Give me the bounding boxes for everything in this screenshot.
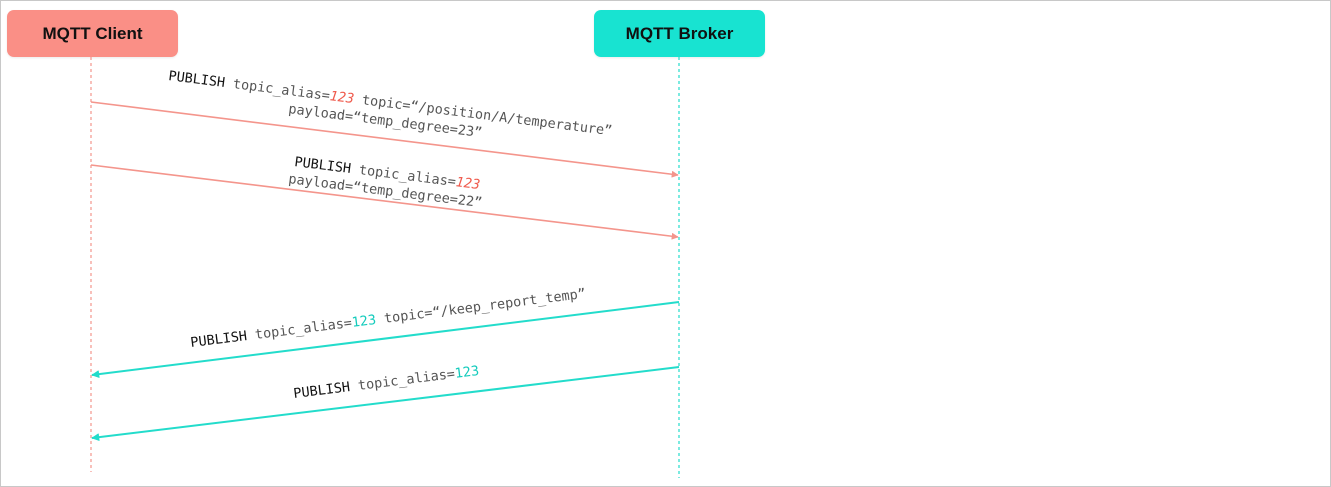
message-4-arrow — [91, 366, 680, 442]
message-2-arrow — [90, 164, 679, 240]
message-3-line-1: PUBLISH topic_alias=123 topic=“/keep_rep… — [190, 286, 587, 351]
message-3-publish-keyword: PUBLISH — [190, 328, 248, 351]
mqtt-client-label: MQTT Client — [42, 23, 143, 43]
message-3: PUBLISH topic_alias=123 topic=“/keep_rep… — [91, 286, 680, 379]
message-3-arrow — [91, 301, 680, 379]
message-3-alias-label: topic_alias= — [246, 315, 353, 344]
message-1: PUBLISH topic_alias=123 topic=“/position… — [90, 68, 679, 178]
message-1-publish-keyword: PUBLISH — [168, 68, 226, 91]
message-1-arrow — [90, 101, 679, 178]
message-2: PUBLISH topic_alias=123 payload=“temp_de… — [90, 154, 679, 240]
mqtt-client-actor: MQTT Client — [7, 10, 178, 57]
message-1-alias-label: topic_alias= — [224, 75, 331, 104]
message-1-alias-value: 123 — [329, 88, 355, 107]
message-4-alias-value: 123 — [454, 363, 480, 382]
message-4: PUBLISH topic_alias=123 — [91, 363, 680, 442]
message-3-topic: topic=“/keep_report_temp” — [375, 286, 587, 328]
message-4-alias-label: topic_alias= — [349, 366, 456, 395]
mqtt-broker-actor: MQTT Broker — [594, 10, 765, 57]
message-3-alias-value: 123 — [351, 312, 377, 331]
message-2-publish-keyword: PUBLISH — [294, 154, 352, 177]
message-4-line-1: PUBLISH topic_alias=123 — [293, 363, 481, 402]
message-2-alias-value: 123 — [455, 174, 481, 193]
message-4-publish-keyword: PUBLISH — [293, 379, 351, 402]
mqtt-broker-label: MQTT Broker — [625, 23, 734, 43]
